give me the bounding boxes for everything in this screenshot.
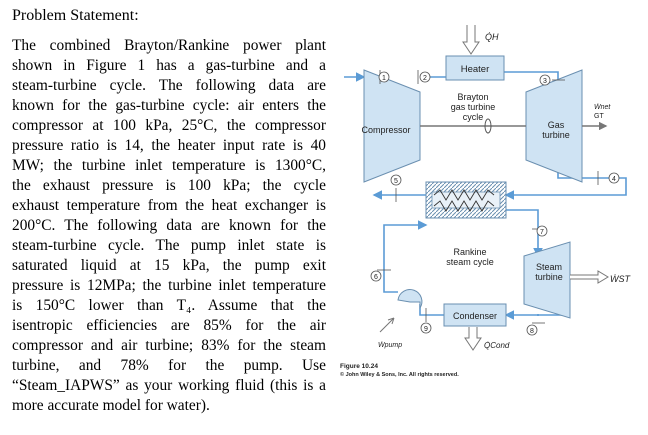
state-4-label: 4 [612,176,616,183]
paragraph-line: known for the gas-turbine cycle: air ent… [12,97,326,114]
paragraph-line: compressor at 100 kPa, 25°C, the compres… [12,117,326,134]
state-9-label: 9 [424,326,428,333]
heat-in-arrow [462,25,480,55]
gas-turbine-label-1: Gas [548,120,565,130]
steam-turbine-label-2: turbine [535,272,563,282]
state-7-label: 7 [540,229,544,236]
heater [445,55,505,81]
state-2-marker [419,71,431,83]
paragraph-line: steam-turbine cycle. The pump inlet stat… [12,237,326,254]
state-5-marker [390,174,402,186]
paragraph-line: is 150°C lower than T₄. Assume that the [12,297,326,314]
state-4-marker [608,172,620,184]
heat-in-label: Q̇H [485,32,499,42]
state-1-marker [378,71,390,83]
shaft-rotation-icon [484,118,492,134]
compressor [363,69,421,183]
rankine-label-2: steam cycle [446,257,494,267]
condenser-label: Condenser [453,311,497,321]
brayton-label-1: Brayton [457,92,488,102]
w-pump-arrow [379,317,395,333]
state-8-label: 8 [530,328,534,335]
st-shaft-out [570,270,609,284]
q-cond-arrow [464,327,482,351]
w-net-label: Ẇnet [594,103,611,111]
w-net-sub: GT [594,113,604,120]
state-3-marker [539,74,551,86]
pump [397,289,423,310]
figure-caption: Figure 10.24 [340,363,378,370]
paragraph-line: MW; the turbine inlet temperature is 130… [12,157,326,174]
paragraph-line: “Steam_IAPWS” as your working fluid (thi… [12,377,326,394]
paragraph-line: isentropic efficiencies are 85% for the … [12,317,326,334]
state-6-label: 6 [374,274,378,281]
state-8-marker [526,324,538,336]
problem-paragraph: The combined Brayton/Rankine power plant… [12,36,326,416]
paragraph-line: 200°C. The following data are known for … [12,217,326,234]
paragraph-line: The combined Brayton/Rankine power plant [12,37,326,54]
hx-coil [433,189,495,212]
gas-turbine [525,69,583,183]
paragraph-line: turbine, and 78% for the pump. Use [12,357,326,374]
brayton-label-3: cycle [463,112,484,122]
hx-tube [431,191,501,209]
q-cond-label: Q̇Cond [484,341,510,350]
state-3-label: 3 [543,78,547,85]
figure-copyright: © John Wiley & Sons, Inc. All rights res… [340,371,459,378]
state-1-label: 1 [382,75,386,82]
condenser [443,303,507,327]
brayton-label-2: gas turbine [451,102,496,112]
paragraph-line: more accurate model for water). [12,397,210,414]
state-5-label: 5 [394,178,398,185]
paragraph-line: pressure is 12MPa; the turbine inlet tem… [12,277,326,294]
plant-diagram: Heater Q̇H Compressor Gas turbine Brayto… [340,25,631,378]
paragraph-line: shown in Figure 1 has a gas-turbine and … [12,57,326,74]
state-2-label: 2 [423,75,427,82]
paragraph-line: saturated liquid at 15 kPa, the pump exi… [12,257,326,274]
state-markers: 1 2 3 4 5 6 7 8 9 [370,70,620,336]
paragraph-line: compressor and air turbine; 83% for the … [12,337,326,354]
steam-turbine-label-1: Steam [536,262,562,272]
paragraph-line: steam-turbine cycle. The following data … [12,77,326,94]
heater-label: Heater [461,64,490,75]
w-st-label: ẆST [610,274,631,284]
state-9-marker [420,322,432,334]
paragraph-line: pressure ratio is 14, the heater input r… [12,137,326,154]
state-7-marker [536,225,548,237]
paragraph-line: exhaust temperature from the heat exchan… [12,197,326,214]
rankine-label-1: Rankine [453,247,486,257]
paragraph-line: the exhaust pressure is 100 kPa; the cyc… [12,177,326,194]
problem-heading: Problem Statement: [12,7,139,24]
gas-turbine-label-2: turbine [542,130,570,140]
steam-turbine [523,241,571,319]
w-pump-label: Ẇpump [378,341,402,349]
compressor-label: Compressor [361,125,410,135]
state-6-marker [370,270,382,282]
